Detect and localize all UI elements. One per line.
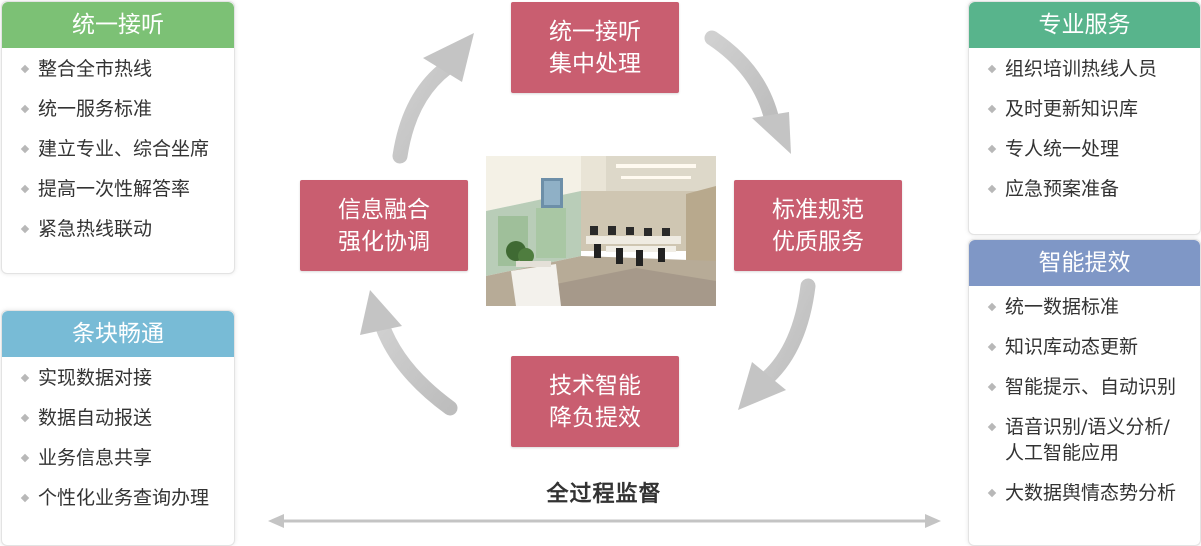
card-title: 智能提效 bbox=[969, 240, 1200, 286]
list-item-text: 整合全市热线 bbox=[38, 58, 153, 80]
list-item: 整合全市热线 bbox=[2, 56, 234, 96]
card-item-list: 统一数据标准 知识库动态更新 智能提示、自动识别 语音识别/语义分析/人工智能应… bbox=[969, 286, 1200, 520]
cycle-arrow-left-icon bbox=[360, 290, 458, 416]
list-item-text: 业务信息共享 bbox=[38, 447, 153, 469]
list-item-text: 智能提示、自动识别 bbox=[1005, 376, 1177, 398]
office-photo bbox=[486, 156, 716, 306]
cycle-arrow-down-icon bbox=[738, 278, 816, 410]
cycle-node-tech-efficiency: 技术智能 降负提效 bbox=[511, 356, 679, 447]
office-scene-illustration bbox=[486, 156, 716, 306]
list-item-text: 语音识别/语义分析/ bbox=[1005, 416, 1170, 438]
list-item-text: 统一服务标准 bbox=[38, 98, 153, 120]
list-item: 建立专业、综合坐席 bbox=[2, 136, 234, 176]
cycle-node-line: 降负提效 bbox=[549, 404, 641, 431]
cycle-node-line: 优质服务 bbox=[772, 228, 864, 255]
list-item: 组织培训热线人员 bbox=[969, 56, 1200, 96]
list-item: 个性化业务查询办理 bbox=[2, 485, 234, 525]
list-item: 统一服务标准 bbox=[2, 96, 234, 136]
list-item-text: 及时更新知识库 bbox=[1005, 98, 1139, 120]
list-item: 专人统一处理 bbox=[969, 136, 1200, 176]
card-title: 统一接听 bbox=[2, 2, 234, 48]
list-item-text: 应急预案准备 bbox=[1005, 178, 1120, 200]
list-item-text: 建立专业、综合坐席 bbox=[38, 138, 210, 160]
list-item-text: 紧急热线联动 bbox=[38, 218, 153, 240]
card-smart-efficiency: 智能提效 统一数据标准 知识库动态更新 智能提示、自动识别 语音识别/语义分析/… bbox=[968, 239, 1201, 546]
card-item-list: 组织培训热线人员 及时更新知识库 专人统一处理 应急预案准备 bbox=[969, 48, 1200, 216]
cycle-node-line: 统一接听 bbox=[549, 18, 641, 45]
card-item-list: 实现数据对接 数据自动报送 业务信息共享 个性化业务查询办理 bbox=[2, 357, 234, 525]
list-item: 业务信息共享 bbox=[2, 445, 234, 485]
card-item-list: 整合全市热线 统一服务标准 建立专业、综合坐席 提高一次性解答率 紧急热线联动 bbox=[2, 48, 234, 256]
list-item: 应急预案准备 bbox=[969, 176, 1200, 216]
card-title: 条块畅通 bbox=[2, 311, 234, 357]
list-item-text: 人工智能应用 bbox=[1005, 442, 1120, 464]
list-item: 及时更新知识库 bbox=[969, 96, 1200, 136]
list-item: 实现数据对接 bbox=[2, 365, 234, 405]
cycle-node-line: 集中处理 bbox=[549, 50, 641, 77]
cycle-node-line: 信息融合 bbox=[338, 196, 430, 223]
list-item: 智能提示、自动识别 bbox=[969, 374, 1200, 414]
list-item-text: 统一数据标准 bbox=[1005, 296, 1120, 318]
double-arrow-line-icon bbox=[268, 514, 941, 528]
cycle-node-line: 强化协调 bbox=[338, 228, 430, 255]
list-item: 数据自动报送 bbox=[2, 405, 234, 445]
list-item-text: 数据自动报送 bbox=[38, 407, 153, 429]
list-item: 紧急热线联动 bbox=[2, 216, 234, 256]
list-item: 提高一次性解答率 bbox=[2, 176, 234, 216]
cycle-node-line: 标准规范 bbox=[772, 196, 864, 223]
cycle-node-unified-handling: 统一接听 集中处理 bbox=[511, 2, 679, 93]
list-item-text: 个性化业务查询办理 bbox=[38, 487, 210, 509]
cycle-arrow-up-icon bbox=[392, 33, 474, 164]
list-item: 统一数据标准 bbox=[969, 294, 1200, 334]
cycle-node-info-fusion: 信息融合 强化协调 bbox=[300, 180, 468, 271]
list-item-text: 组织培训热线人员 bbox=[1005, 58, 1158, 80]
list-item-text: 提高一次性解答率 bbox=[38, 178, 191, 200]
card-professional-service: 专业服务 组织培训热线人员 及时更新知识库 专人统一处理 应急预案准备 bbox=[968, 1, 1201, 235]
list-item-text: 大数据舆情态势分析 bbox=[1005, 482, 1177, 504]
card-title: 专业服务 bbox=[969, 2, 1200, 48]
list-item-text: 知识库动态更新 bbox=[1005, 336, 1139, 358]
list-item-text: 专人统一处理 bbox=[1005, 138, 1120, 160]
cycle-node-line: 技术智能 bbox=[549, 372, 641, 399]
caption-full-process-supervision: 全过程监督 bbox=[546, 482, 662, 507]
cycle-node-standard-service: 标准规范 优质服务 bbox=[734, 180, 902, 271]
card-smooth-coordination: 条块畅通 实现数据对接 数据自动报送 业务信息共享 个性化业务查询办理 bbox=[1, 310, 235, 546]
card-unified-answering: 统一接听 整合全市热线 统一服务标准 建立专业、综合坐席 提高一次性解答率 紧急… bbox=[1, 1, 235, 274]
list-item: 知识库动态更新 bbox=[969, 334, 1200, 374]
list-item-text: 实现数据对接 bbox=[38, 367, 153, 389]
cycle-arrow-right-icon bbox=[704, 30, 791, 154]
list-item: 语音识别/语义分析/人工智能应用 bbox=[969, 414, 1200, 480]
list-item: 大数据舆情态势分析 bbox=[969, 480, 1200, 520]
